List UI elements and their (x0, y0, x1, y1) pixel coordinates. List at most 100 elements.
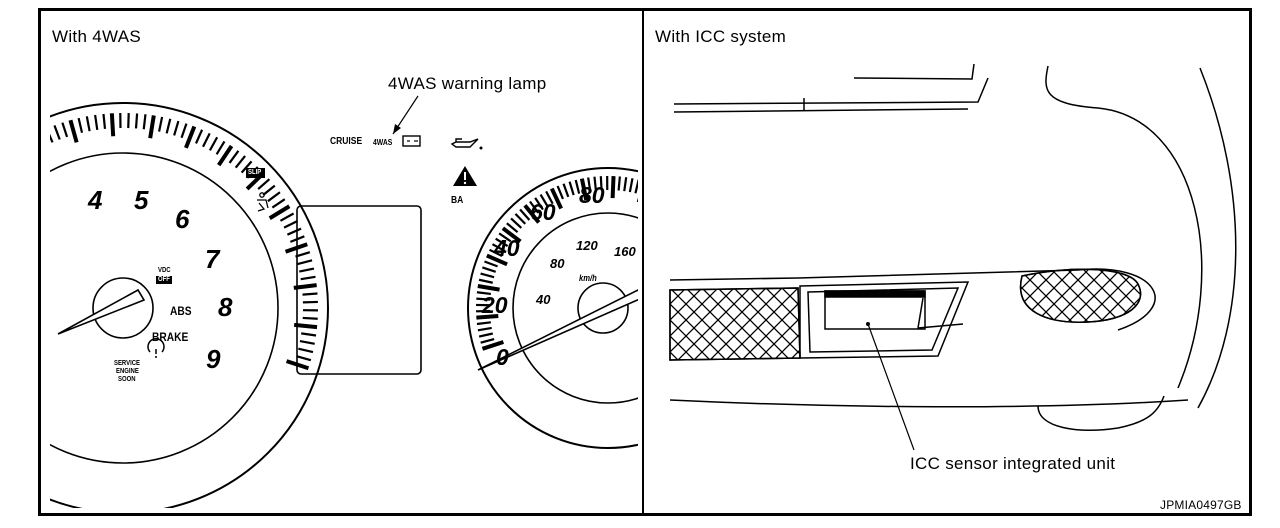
gauge-tick (478, 278, 493, 284)
gauge-tick (215, 140, 226, 155)
speed-unit: km/h (579, 273, 597, 283)
gauge-tick (302, 292, 318, 296)
tachometer-number: 5 (134, 185, 149, 215)
speedometer-ticks (476, 175, 674, 351)
gauge-tick (593, 176, 598, 191)
gauge-tick (476, 314, 499, 320)
icc-sensor-housing (799, 281, 970, 359)
gauge-tick (663, 194, 674, 213)
gauge-tick (545, 190, 554, 205)
gauge-tick (268, 204, 291, 220)
gauge-tick (476, 297, 491, 301)
gauge-tick (109, 113, 116, 137)
icc-sensor-label: ICC sensor integrated unit (910, 454, 1116, 473)
speedometer-number: 0 (496, 344, 509, 370)
multi-info-display (296, 205, 422, 375)
gauge-tick (208, 136, 219, 151)
tachometer-number: 8 (218, 292, 233, 322)
gauge-tick (283, 219, 298, 229)
figure-drawing (38, 8, 1252, 516)
seatbelt-icon (257, 192, 269, 212)
gauge-tick (61, 122, 69, 138)
ba-indicator: BA (451, 195, 464, 206)
gauge-tick (568, 181, 575, 196)
vdc-off-box (156, 276, 172, 284)
gauge-tick (529, 200, 540, 214)
oil-pressure-icon (450, 138, 479, 148)
gauge-tick (158, 116, 164, 132)
gauge-tick (262, 184, 276, 196)
lower-grille-left (669, 287, 801, 361)
hood-edge-line (673, 77, 989, 105)
gauge-tick (180, 123, 188, 139)
gauge-tick (94, 114, 99, 131)
gauge-tick (68, 119, 79, 143)
tachometer-inner-ring (50, 152, 279, 464)
hood-upper-line (853, 63, 975, 80)
gauge-tick (300, 275, 316, 281)
gauge-tick (634, 179, 638, 194)
instrument-cluster (50, 102, 674, 508)
gauge-tick (599, 176, 603, 191)
gauge-tick (299, 267, 315, 273)
gauge-tick (662, 191, 668, 203)
gauge-tick (286, 227, 302, 236)
gauge-tick (610, 176, 616, 199)
cruise-indicator: CRUISE (330, 136, 363, 147)
left-panel-title: With 4WAS (52, 27, 141, 46)
gauge-tick (298, 347, 314, 354)
gauge-tick (228, 150, 240, 164)
speedometer-number: 20 (482, 292, 508, 318)
speedometer-inner-number: 160 (614, 244, 636, 259)
gauge-tick (523, 204, 541, 224)
gauge-tick (295, 251, 311, 258)
tachometer-number: 7 (205, 244, 220, 274)
speedometer-needle (477, 289, 638, 371)
speedometer-inner-number: 40 (536, 292, 551, 307)
speedometer-number: 40 (494, 235, 520, 261)
gauge-tick (486, 253, 508, 267)
slip-indicator: SLIP (248, 169, 262, 176)
gauge-tick (498, 232, 512, 243)
figure-frame: With 4WAS With ICC system 4WAS warning l… (38, 8, 1252, 516)
outer-border (38, 8, 1252, 516)
gauge-tick (173, 120, 180, 136)
gauge-tick (562, 183, 570, 198)
headlamp-contour (1045, 65, 1203, 389)
fender-contour (1197, 67, 1237, 409)
gauge-tick (53, 125, 61, 140)
bumper-lower-edge (669, 399, 1189, 408)
gauge-tick (50, 133, 54, 143)
battery-icon (402, 135, 421, 147)
4was-indicator: 4WAS (373, 138, 393, 147)
gauge-tick (477, 284, 500, 292)
vdc-indicator: VDC (158, 267, 171, 274)
speedometer-hub (577, 282, 629, 334)
gauge-tick (77, 117, 84, 133)
gauge-tick (476, 321, 492, 326)
gauge-tick (484, 260, 498, 268)
gauge-tick (102, 113, 107, 130)
gauge-tick (134, 113, 139, 129)
gauge-tick (477, 326, 492, 332)
gauge-tick (257, 178, 271, 190)
brake-indicator: BRAKE (152, 330, 189, 344)
gauge-tick (510, 217, 523, 229)
gauge-tick (267, 191, 281, 203)
gauge-tick (506, 222, 519, 234)
tire-pressure-icon (147, 337, 165, 354)
gauge-tick (574, 179, 581, 194)
gauge-tick (85, 116, 91, 132)
gauge-tick (296, 355, 312, 362)
gauge-tick (495, 237, 509, 247)
gauge-tick (297, 259, 313, 266)
gauge-tick (234, 155, 246, 169)
4was-warning-lamp-label: 4WAS warning lamp (388, 74, 547, 93)
icc-leader-line (867, 323, 915, 451)
tachometer-number: 9 (206, 344, 221, 374)
gauge-tick (489, 248, 503, 257)
gauge-tick (165, 118, 172, 134)
gauge-tick (293, 322, 318, 330)
gauge-tick (476, 291, 491, 296)
4was-leader-arrow (393, 124, 401, 134)
